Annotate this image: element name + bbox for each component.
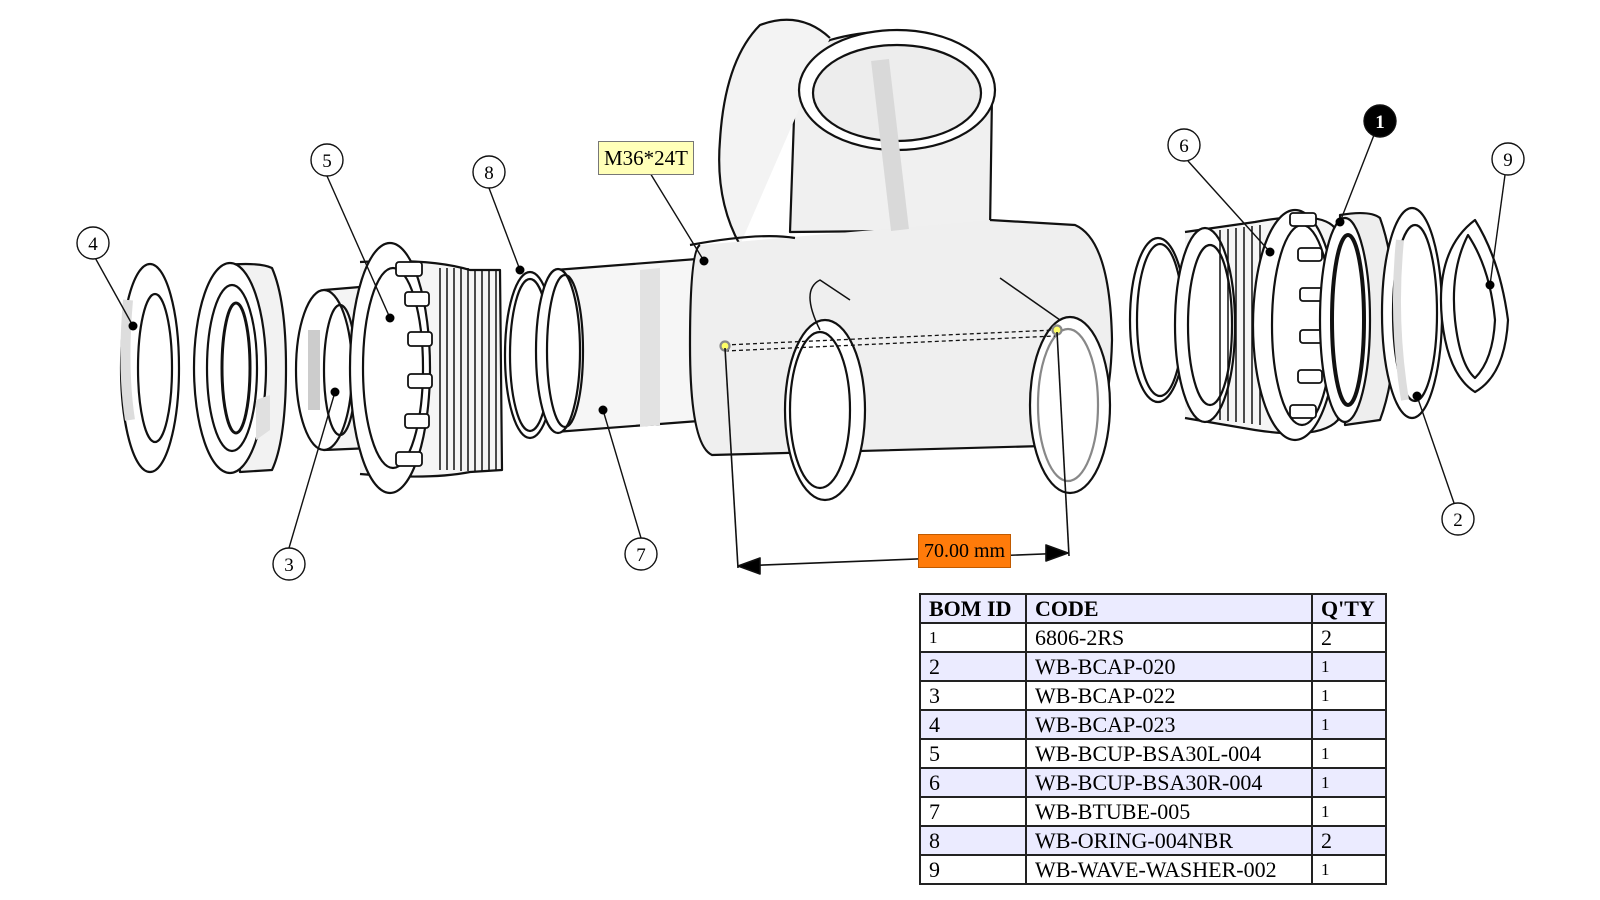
callout-8-label: 8	[484, 163, 494, 184]
callout-7-label: 7	[636, 545, 646, 566]
callout-4: 4	[76, 226, 110, 260]
bom-cell-id: 8	[919, 825, 1027, 856]
bom-cell-code: 6806-2RS	[1025, 622, 1313, 653]
callout-5: 5	[310, 143, 344, 177]
dimension-70mm	[724, 331, 1070, 575]
table-row: 3 WB-BCAP-022 1	[919, 680, 1387, 711]
bom-cell-qty: 1	[1311, 796, 1387, 827]
table-row: 8 WB-ORING-004NBR 2	[919, 825, 1387, 856]
bom-cell-id: 9	[919, 854, 1027, 885]
callout-4-label: 4	[88, 234, 98, 255]
bom-cell-id: 4	[919, 709, 1027, 740]
bom-cell-id: 6	[919, 767, 1027, 798]
table-row: 6 WB-BCUP-BSA30R-004 1	[919, 767, 1387, 798]
bom-cell-qty: 2	[1311, 622, 1387, 653]
bom-header-qty: Q'TY	[1311, 593, 1387, 624]
bom-cell-code: WB-BCUP-BSA30L-004	[1025, 738, 1313, 769]
wave-washer-part-9	[1439, 218, 1510, 394]
bom-cell-id: 3	[919, 680, 1027, 711]
bom-cell-id: 2	[919, 651, 1027, 682]
dimension-label: 70.00 mm	[918, 534, 1012, 568]
bom-cell-id: 5	[919, 738, 1027, 769]
callout-2: 2	[1441, 502, 1475, 536]
bom-cell-code: WB-BTUBE-005	[1025, 796, 1313, 827]
callout-3: 3	[272, 547, 306, 581]
bom-cell-id: 1	[919, 622, 1027, 653]
callout-6: 6	[1167, 128, 1201, 162]
bom-table: BOM ID CODE Q'TY 1 6806-2RS 2 2 WB-BCAP-…	[919, 593, 1387, 885]
callout-3-label: 3	[284, 555, 294, 576]
callout-9: 9	[1491, 142, 1525, 176]
bom-header-row: BOM ID CODE Q'TY	[919, 593, 1387, 624]
thread-spec-tag: M36*24T	[598, 141, 694, 175]
table-row: 5 WB-BCUP-BSA30L-004 1	[919, 738, 1387, 769]
callout-9-label: 9	[1503, 150, 1513, 171]
bom-cell-code: WB-WAVE-WASHER-002	[1025, 854, 1313, 885]
callout-1-label: 1	[1375, 112, 1385, 133]
callout-5-label: 5	[322, 151, 332, 172]
bom-cell-id: 7	[919, 796, 1027, 827]
bom-cell-code: WB-ORING-004NBR	[1025, 825, 1313, 856]
bom-cell-code: WB-BCAP-023	[1025, 709, 1313, 740]
callout-6-label: 6	[1179, 136, 1189, 157]
bb-tube-part-7	[534, 256, 714, 435]
bom-cell-qty: 1	[1311, 854, 1387, 885]
bom-cell-qty: 1	[1311, 738, 1387, 769]
bearing-cup-right-part-6	[1173, 208, 1340, 442]
bom-cell-qty: 2	[1311, 825, 1387, 856]
table-row: 7 WB-BTUBE-005 1	[919, 796, 1387, 827]
table-row: 2 WB-BCAP-020 1	[919, 651, 1387, 682]
table-row: 1 6806-2RS 2	[919, 622, 1387, 653]
callout-8: 8	[472, 155, 506, 189]
bom-cell-qty: 1	[1311, 651, 1387, 682]
bom-cell-qty: 1	[1311, 680, 1387, 711]
bom-cell-qty: 1	[1311, 767, 1387, 798]
washer-part-4	[119, 262, 181, 474]
callout-2-label: 2	[1453, 510, 1463, 531]
bearing-part-1	[1318, 211, 1397, 427]
frame-bottom-bracket-shell	[688, 18, 1114, 502]
bom-cell-code: WB-BCUP-BSA30R-004	[1025, 767, 1313, 798]
bom-header-code: CODE	[1025, 593, 1313, 624]
bom-cell-qty: 1	[1311, 709, 1387, 740]
table-row: 4 WB-BCAP-023 1	[919, 709, 1387, 740]
leader-dots	[128, 217, 1495, 415]
bom-cell-code: WB-BCAP-020	[1025, 651, 1313, 682]
callout-1: 1	[1363, 104, 1397, 138]
table-row: 9 WB-WAVE-WASHER-002 1	[919, 854, 1387, 885]
bearing-cup-left-part-5	[348, 241, 504, 495]
bearing-cap-right-part-2	[1380, 206, 1444, 420]
bom-cell-code: WB-BCAP-022	[1025, 680, 1313, 711]
bearing-cap-left	[192, 261, 288, 475]
bom-header-id: BOM ID	[919, 593, 1027, 624]
callout-7: 7	[624, 537, 658, 571]
leader-lines	[92, 134, 1506, 549]
